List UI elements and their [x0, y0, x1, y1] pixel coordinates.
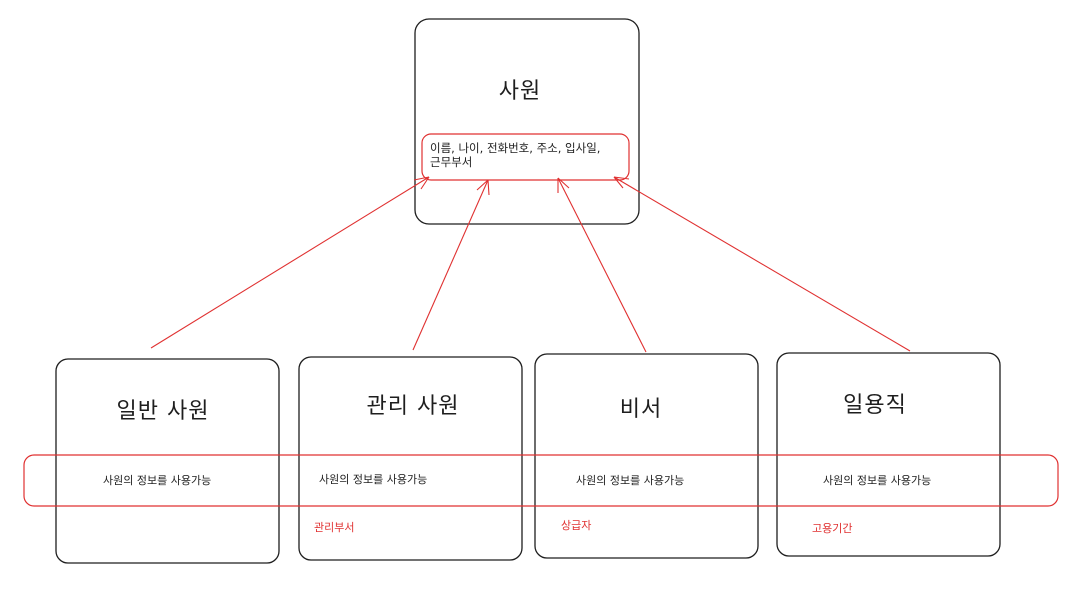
child-class-secretary[interactable]: 비서 사원의 정보를 사용가능 상급자	[534, 353, 759, 559]
child-title: 일반 사원	[117, 399, 210, 424]
arrow-manager	[412, 179, 490, 351]
child-title: 일용직	[843, 393, 907, 418]
parent-attributes-line1: 이름, 나이, 전화번호, 주소, 입사일,	[430, 141, 600, 155]
arrow-regular-employee	[150, 176, 430, 349]
child-info: 사원의 정보를 사용가능	[103, 474, 211, 487]
parent-attributes-highlight	[421, 133, 630, 181]
child-box	[55, 358, 280, 564]
parent-box	[414, 18, 640, 225]
parent-attributes-line2: 근무부서	[430, 155, 472, 169]
parent-class-employee[interactable]: 사원 이름, 나이, 전화번호, 주소, 입사일, 근무부서	[414, 18, 640, 225]
child-extra-attribute: 관리부서	[314, 521, 354, 534]
child-box	[534, 353, 759, 559]
parent-title: 사원	[499, 79, 541, 104]
child-class-manager[interactable]: 관리 사원 사원의 정보를 사용가능 관리부서	[298, 356, 523, 561]
arrow-secretary	[557, 177, 647, 353]
arrow-day-laborer	[613, 176, 911, 352]
inheritance-arrows	[150, 176, 911, 353]
child-class-regular-employee[interactable]: 일반 사원 사원의 정보를 사용가능	[55, 358, 280, 564]
child-title: 비서	[620, 397, 662, 422]
child-title: 관리 사원	[367, 394, 460, 419]
child-info: 사원의 정보를 사용가능	[576, 474, 684, 487]
child-info: 사원의 정보를 사용가능	[823, 474, 931, 487]
child-box	[298, 356, 523, 561]
child-extra-attribute: 고용기간	[812, 522, 852, 535]
shared-info-highlight	[23, 454, 1059, 507]
child-info: 사원의 정보를 사용가능	[319, 473, 427, 486]
child-extra-attribute: 상급자	[561, 519, 591, 532]
